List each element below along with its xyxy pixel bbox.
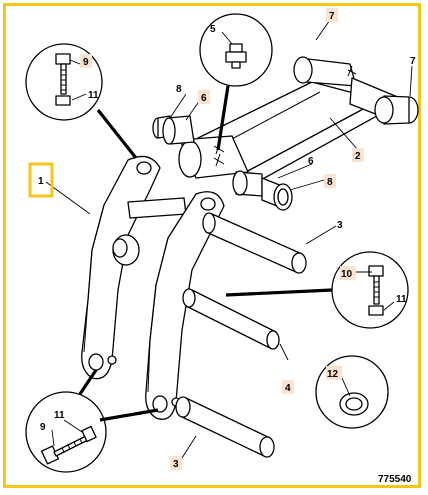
part-6-bush-left: [162, 115, 195, 145]
detail-bolt-right: [225, 251, 409, 329]
leader-lines: [45, 19, 413, 459]
callout-1: 1: [38, 176, 44, 187]
callout-10: 10: [341, 269, 353, 280]
reference-number: 775540: [378, 474, 412, 485]
callout-8-right: 8: [327, 177, 333, 188]
callout-6-left: 6: [201, 93, 207, 104]
callout-12: 12: [327, 369, 339, 380]
callout-7-right: 7: [410, 56, 416, 67]
detail-bolt-bottom-left: [25, 369, 159, 473]
callout-11-top: 11: [88, 90, 99, 101]
callout-9-top: 9: [83, 57, 89, 68]
callout-1-highlight: [28, 162, 54, 198]
detail-grease-nipple: [199, 13, 273, 151]
part-4-pin-middle: [182, 288, 280, 350]
part-6-bush-right: [232, 170, 263, 197]
part-1-arm-left: [81, 155, 161, 380]
callout-3-lower: 3: [173, 459, 179, 470]
part-8-seal-right: [261, 177, 293, 211]
part-3-pin-lower: [175, 396, 275, 458]
callout-11-right: 11: [396, 294, 407, 305]
cross-tube: [127, 197, 187, 219]
part-3-pin-upper: [202, 212, 307, 274]
callout-11-bottom: 11: [54, 410, 65, 421]
callout-8-left: 8: [176, 84, 182, 95]
callout-3-upper: 3: [337, 220, 343, 231]
callout-7-upper: 7: [329, 11, 335, 22]
callout-2: 2: [355, 151, 361, 162]
callout-4: 4: [285, 383, 291, 394]
callout-6-right: 6: [308, 156, 314, 167]
callout-9-bottom: 9: [40, 422, 46, 433]
callout-5: 5: [210, 24, 216, 35]
part-2-cross-beam: [178, 56, 419, 187]
